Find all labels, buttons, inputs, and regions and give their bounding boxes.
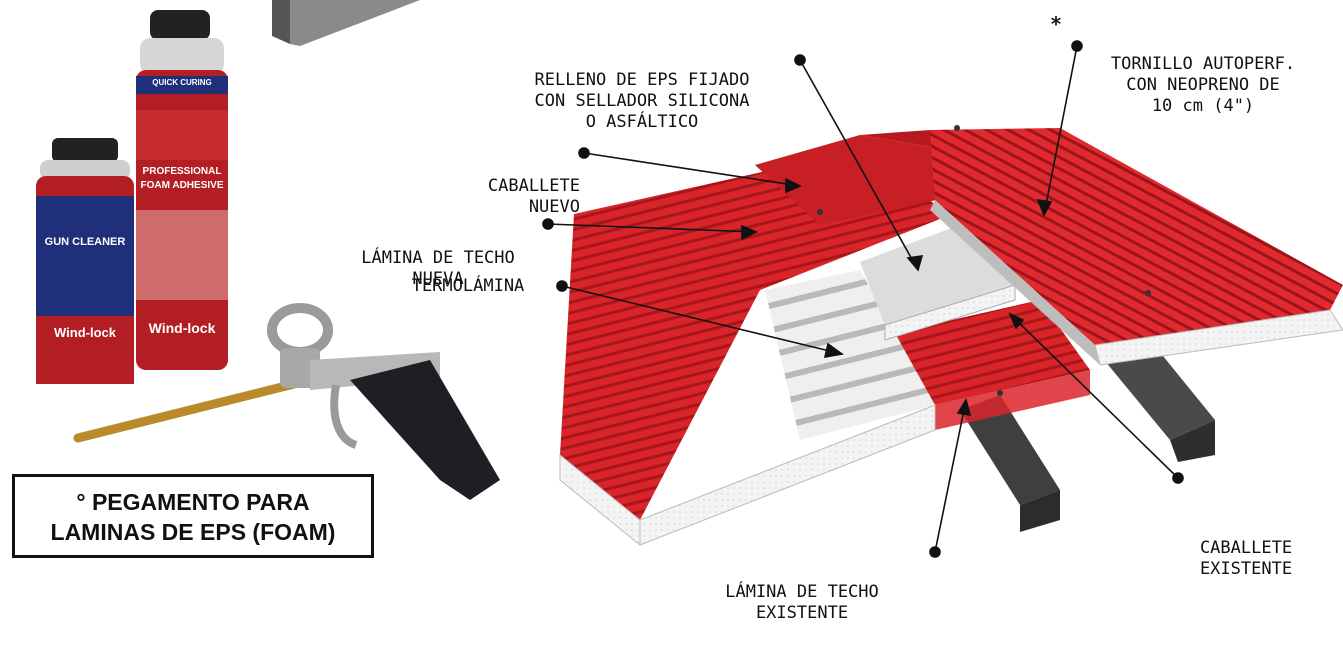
leader-lines	[542, 40, 1184, 558]
termolamina-sheet	[765, 270, 935, 440]
caption-line-1: ° PEGAMENTO PARA	[76, 489, 310, 515]
roof-sheet-new-right	[930, 128, 1343, 366]
large-can-top-band: QUICK CURING	[152, 78, 212, 87]
large-can-logo: Wind-lock	[148, 320, 216, 336]
caption-box: ° PEGAMENTO PARA LAMINAS DE EPS (FOAM)	[12, 474, 374, 558]
large-can-band-2: FOAM ADHESIVE	[140, 180, 224, 191]
label-tornillo-star: *	[1050, 12, 1063, 36]
foam-adhesive-can	[136, 10, 228, 370]
gun-cleaner-can	[36, 138, 134, 384]
small-can-band: GUN CLEANER	[44, 236, 126, 248]
large-can-band-1: PROFESSIONAL	[142, 166, 222, 177]
diagram-canvas	[36, 0, 1343, 558]
roof-sheet-existing	[639, 300, 1090, 546]
purlin-existing	[960, 340, 1215, 532]
caption-line-2: LAMINAS DE EPS (FOAM)	[50, 519, 336, 545]
label-termolamina: TERMOLÁMINA	[411, 276, 525, 296]
small-can-logo: Wind-lock	[54, 325, 116, 340]
purlin-fragment	[272, 0, 420, 46]
foam-gun	[73, 303, 500, 500]
